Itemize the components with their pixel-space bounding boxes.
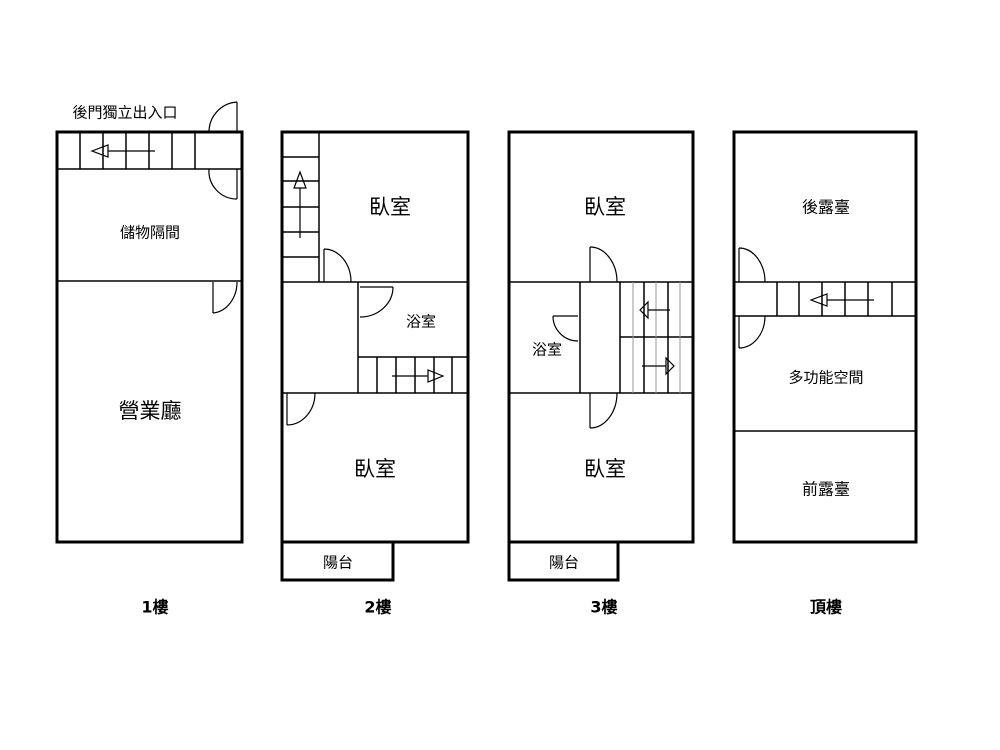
floor-label: 3樓 xyxy=(590,598,617,617)
roof-floor-plan: 後露臺 多功能空間 前露臺 頂樓 xyxy=(732,130,918,617)
floor-1-plan: 後門獨立出入口 儲物隔間 營業廳 1樓 xyxy=(55,101,244,617)
stairs xyxy=(79,132,196,169)
door-icon xyxy=(738,247,766,349)
room-label-bedroom: 臥室 xyxy=(369,195,411,219)
room-label-bedroom: 臥室 xyxy=(584,195,626,219)
stairs xyxy=(282,156,453,393)
room-label-bedroom: 臥室 xyxy=(584,457,626,481)
room-label-balcony: 陽台 xyxy=(549,554,579,572)
stairs xyxy=(632,282,681,393)
door-icon xyxy=(208,101,238,314)
room-label-shop: 營業廳 xyxy=(119,399,182,423)
floor-2-plan: 臥室 浴室 臥室 陽台 2樓 xyxy=(280,130,470,617)
door-icon xyxy=(286,248,394,426)
stairs xyxy=(776,282,893,316)
floor-label: 1樓 xyxy=(141,598,168,617)
room-label-bathroom: 浴室 xyxy=(532,341,562,359)
door-icon xyxy=(552,246,618,429)
room-label-bedroom: 臥室 xyxy=(354,457,396,481)
floor-label: 頂樓 xyxy=(810,598,842,617)
floor-label: 2樓 xyxy=(364,598,391,617)
room-label-bathroom: 浴室 xyxy=(406,313,436,331)
entrance-label: 後門獨立出入口 xyxy=(72,104,177,122)
room-label-storage: 儲物隔間 xyxy=(120,224,180,242)
room-label-back-terrace: 後露臺 xyxy=(802,198,850,217)
room-label-balcony: 陽台 xyxy=(323,554,353,572)
room-label-front-terrace: 前露臺 xyxy=(802,480,850,499)
room-label-multipurpose: 多功能空間 xyxy=(788,369,863,387)
floor-3-plan: 臥室 浴室 臥室 陽台 3樓 xyxy=(507,130,695,617)
